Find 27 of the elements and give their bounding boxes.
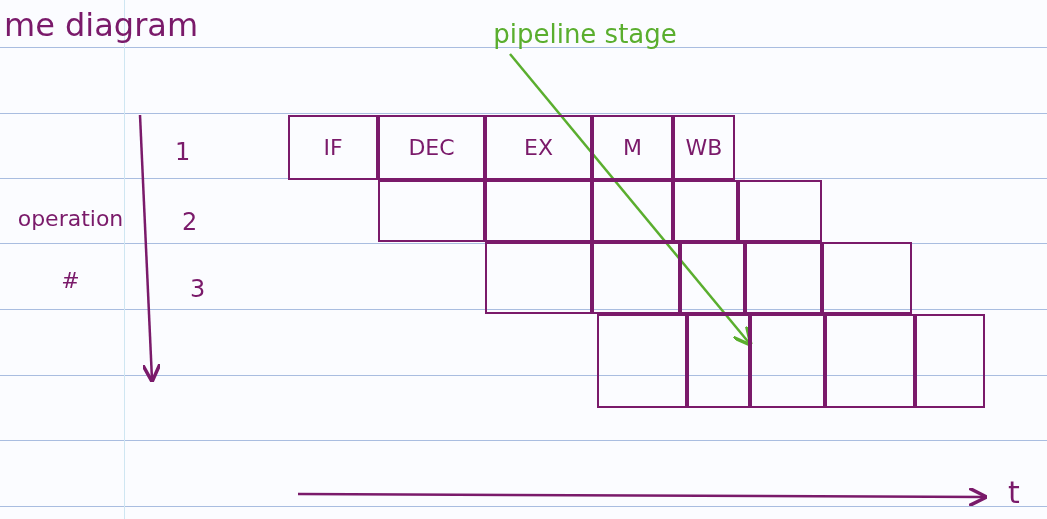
axis-label: t bbox=[1008, 475, 1020, 510]
empty-cell bbox=[738, 180, 822, 242]
empty-cell bbox=[822, 242, 912, 314]
empty-cell bbox=[673, 180, 738, 242]
empty-cell bbox=[825, 314, 915, 408]
empty-cell bbox=[378, 180, 485, 242]
empty-cell bbox=[592, 242, 680, 314]
row-number: 3 bbox=[190, 275, 206, 303]
annotation-text: pipeline stage bbox=[470, 14, 700, 54]
empty-cell bbox=[687, 314, 750, 408]
row-number: 1 bbox=[175, 138, 191, 166]
empty-cell bbox=[750, 314, 825, 408]
empty-cell bbox=[592, 180, 673, 242]
row-number: 2 bbox=[182, 208, 198, 236]
empty-cell bbox=[485, 180, 592, 242]
stage-cell: IF bbox=[288, 115, 378, 180]
stage-cell: EX bbox=[485, 115, 592, 180]
diagram-title: me diagram bbox=[4, 6, 199, 44]
stage-cell: M bbox=[592, 115, 673, 180]
empty-cell bbox=[745, 242, 822, 314]
empty-cell bbox=[485, 242, 592, 314]
stage-cell: WB bbox=[673, 115, 735, 180]
empty-cell bbox=[915, 314, 985, 408]
stage-cell: DEC bbox=[378, 115, 485, 180]
empty-cell bbox=[680, 242, 745, 314]
axis-label: operation # bbox=[16, 205, 125, 295]
empty-cell bbox=[597, 314, 687, 408]
